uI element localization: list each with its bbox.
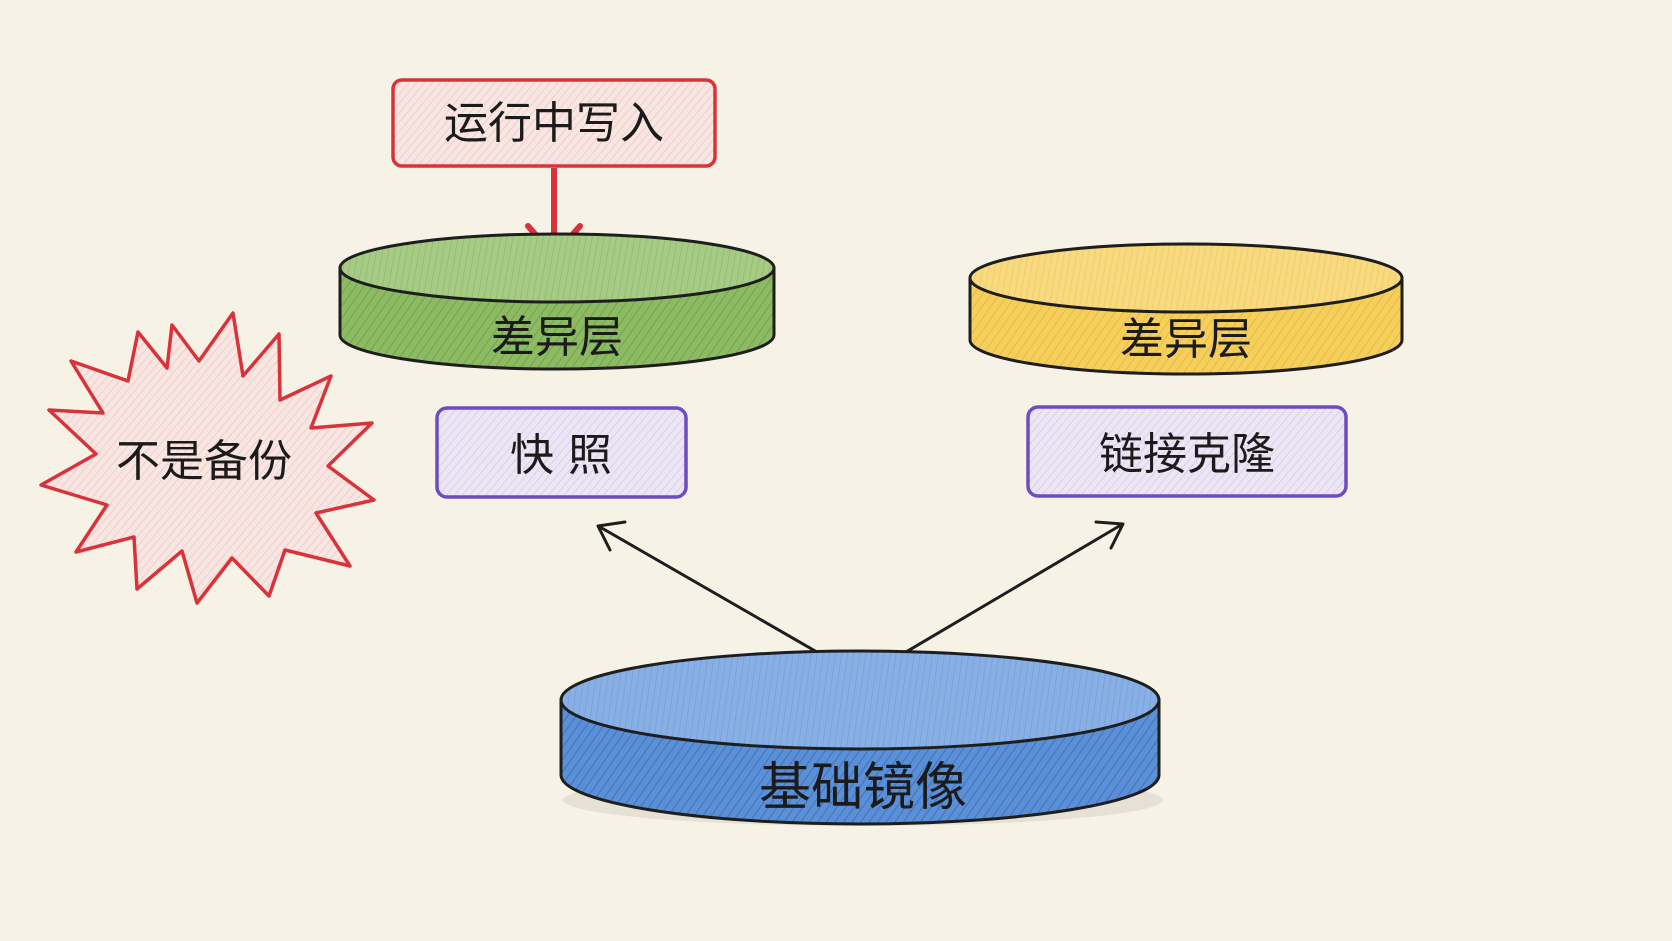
warning-burst-label: 不是备份	[116, 436, 292, 487]
base-image: 基础镜像	[559, 649, 1163, 826]
warning-burst: 不是备份	[39, 311, 376, 605]
snapshot-box: 快 照	[435, 406, 688, 499]
right-diff-layer: 差异层	[968, 242, 1404, 376]
right-diff-layer-label: 差异层	[1120, 314, 1252, 365]
write-box-label: 运行中写入	[444, 98, 664, 149]
base-image-label: 基础镜像	[759, 758, 967, 818]
snapshot-label: 快 照	[510, 430, 612, 481]
clone-box: 链接克隆	[1026, 405, 1348, 498]
left-diff-layer-label: 差异层	[491, 312, 623, 363]
clone-label: 链接克隆	[1099, 429, 1275, 480]
left-diff-layer: 差异层	[338, 232, 776, 371]
write-box: 运行中写入	[391, 78, 717, 168]
